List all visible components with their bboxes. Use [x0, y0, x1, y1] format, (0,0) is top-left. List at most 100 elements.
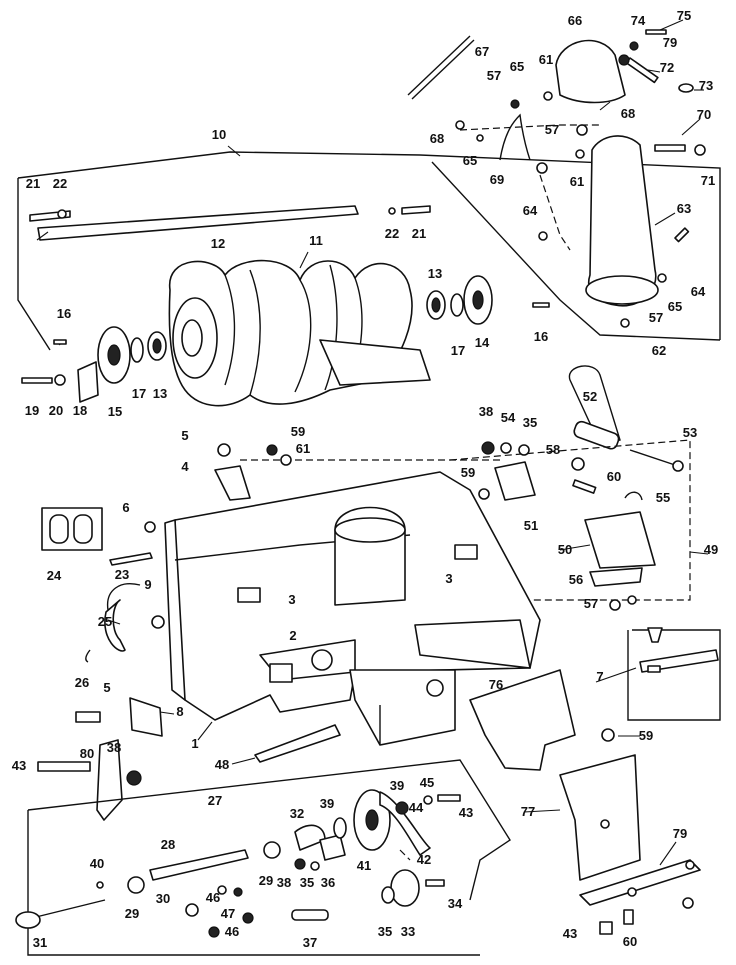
part-label-68: 68 [621, 106, 635, 121]
part-label-43: 43 [12, 758, 26, 773]
part-label-57: 57 [487, 68, 501, 83]
part-label-13: 13 [428, 266, 442, 281]
part-label-52: 52 [583, 389, 597, 404]
part-label-9: 9 [144, 577, 151, 592]
left-parts [37, 443, 292, 821]
part-label-64: 64 [691, 284, 706, 299]
part-label-43: 43 [459, 805, 473, 820]
part-label-31: 31 [33, 935, 47, 950]
part-label-29: 29 [125, 906, 139, 921]
part-label-40: 40 [90, 856, 104, 871]
part-label-47: 47 [221, 906, 235, 921]
part-label-17: 17 [451, 343, 465, 358]
auger-shaft [29, 205, 431, 241]
part-label-35: 35 [300, 875, 314, 890]
auger-spiral [168, 259, 431, 407]
part-label-53: 53 [683, 425, 697, 440]
part-label-38: 38 [479, 404, 493, 419]
part-label-21: 21 [412, 226, 426, 241]
part-label-76: 76 [489, 677, 503, 692]
part-label-61: 61 [539, 52, 553, 67]
part-label-12: 12 [211, 236, 225, 251]
part-label-17: 17 [132, 386, 146, 401]
part-label-59: 59 [639, 728, 653, 743]
part-label-22: 22 [385, 226, 399, 241]
part-label-45: 45 [420, 775, 434, 790]
part-label-75: 75 [677, 8, 691, 23]
part-label-62: 62 [652, 343, 666, 358]
discharge-chute [407, 29, 706, 328]
part-label-65: 65 [510, 59, 524, 74]
part-label-58: 58 [546, 442, 560, 457]
part-label-61: 61 [570, 174, 584, 189]
part-label-65: 65 [463, 153, 477, 168]
part-label-49: 49 [704, 542, 718, 557]
part-label-13: 13 [153, 386, 167, 401]
part-label-38: 38 [107, 740, 121, 755]
part-label-64: 64 [523, 203, 538, 218]
part-label-44: 44 [409, 800, 424, 815]
part-label-59: 59 [461, 465, 475, 480]
part-label-18: 18 [73, 403, 87, 418]
part-label-35: 35 [523, 415, 537, 430]
part-label-60: 60 [623, 934, 637, 949]
part-label-74: 74 [631, 13, 646, 28]
part-label-27: 27 [208, 793, 222, 808]
part-label-66: 66 [568, 13, 582, 28]
part-label-42: 42 [417, 852, 431, 867]
part-label-37: 37 [303, 935, 317, 950]
part-label-7: 7 [596, 669, 603, 684]
part-label-60: 60 [607, 469, 621, 484]
part-label-57: 57 [649, 310, 663, 325]
part-label-25: 25 [98, 614, 112, 629]
part-label-54: 54 [501, 410, 516, 425]
part-label-3: 3 [445, 571, 452, 586]
part-label-15: 15 [108, 404, 122, 419]
part-label-8: 8 [176, 704, 183, 719]
part-label-10: 10 [212, 127, 226, 142]
part-label-46: 46 [225, 924, 239, 939]
part-label-33: 33 [401, 924, 415, 939]
part-label-2: 2 [289, 628, 296, 643]
part-label-38: 38 [277, 875, 291, 890]
part-label-24: 24 [47, 568, 62, 583]
part-label-57: 57 [545, 122, 559, 137]
part-label-67: 67 [475, 44, 489, 59]
part-label-22: 22 [53, 176, 67, 191]
part-label-80: 80 [80, 746, 94, 761]
part-label-28: 28 [161, 837, 175, 852]
part-label-63: 63 [677, 201, 691, 216]
part-label-30: 30 [156, 891, 170, 906]
part-label-71: 71 [701, 173, 715, 188]
part-label-1: 1 [191, 736, 198, 751]
part-label-26: 26 [75, 675, 89, 690]
part-label-50: 50 [558, 542, 572, 557]
part-label-65: 65 [668, 299, 682, 314]
part-label-79: 79 [673, 826, 687, 841]
part-label-55: 55 [656, 490, 670, 505]
part-label-23: 23 [115, 567, 129, 582]
part-label-3: 3 [288, 592, 295, 607]
part-label-16: 16 [534, 329, 548, 344]
part-label-35: 35 [378, 924, 392, 939]
part-label-70: 70 [697, 107, 711, 122]
part-label-14: 14 [475, 335, 490, 350]
part-label-5: 5 [103, 680, 110, 695]
part-label-19: 19 [25, 403, 39, 418]
part-label-11: 11 [309, 233, 323, 248]
part-label-36: 36 [321, 875, 335, 890]
part-label-32: 32 [290, 806, 304, 821]
part-label-77: 77 [521, 804, 535, 819]
part-label-57: 57 [584, 596, 598, 611]
part-label-61: 61 [296, 441, 310, 456]
main-housing [164, 471, 541, 763]
part-label-59: 59 [291, 424, 305, 439]
bearings [21, 275, 550, 403]
part-label-48: 48 [215, 757, 229, 772]
part-label-73: 73 [699, 78, 713, 93]
lower-linkage [15, 759, 511, 956]
part-label-16: 16 [57, 306, 71, 321]
part-label-46: 46 [206, 890, 220, 905]
part-label-39: 39 [390, 778, 404, 793]
